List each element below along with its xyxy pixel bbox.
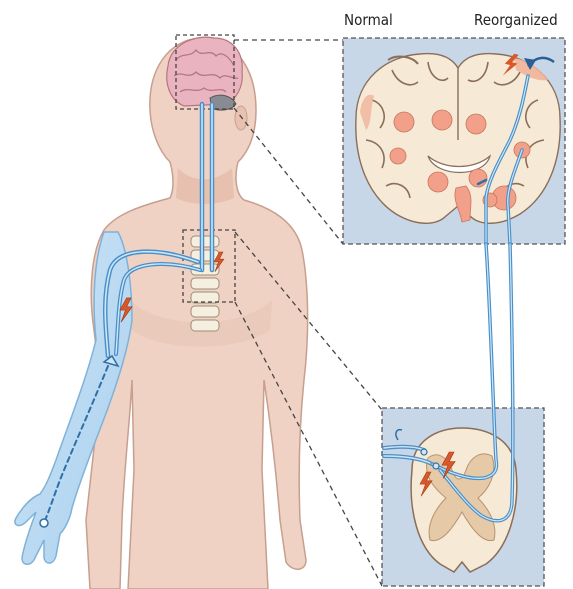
skin-receptor xyxy=(40,519,48,527)
label-reorganized: Reorganized xyxy=(474,11,558,29)
brain-shape xyxy=(167,37,243,106)
label-normal: Normal xyxy=(344,11,393,29)
brain-section-panel xyxy=(343,38,565,244)
spinal-section-panel xyxy=(382,244,544,586)
brain-in-head xyxy=(167,35,243,110)
